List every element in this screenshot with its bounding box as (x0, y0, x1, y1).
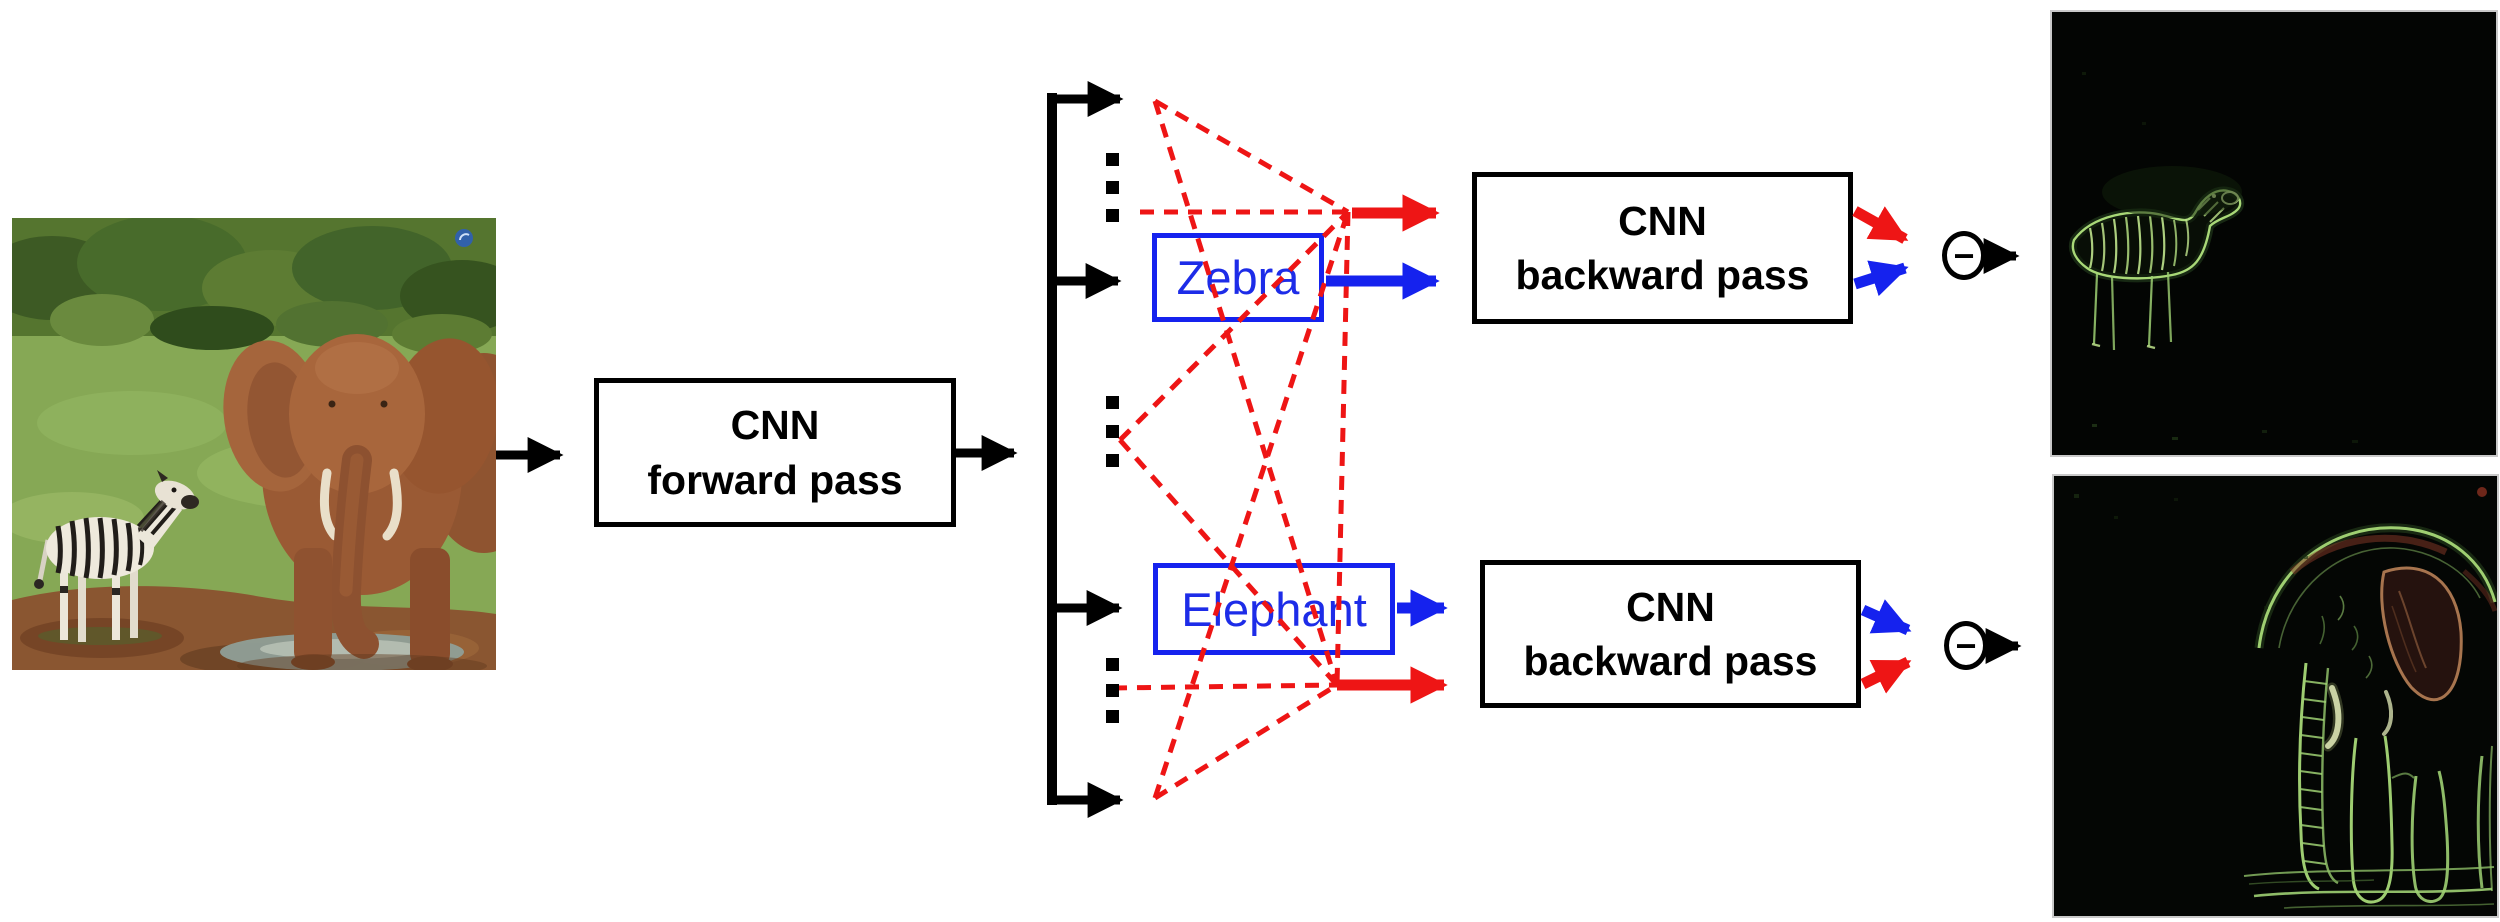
arrow-red-out-backward-bottom (1860, 657, 1912, 694)
zebra-saliency-drawing (2052, 12, 2496, 455)
elephant-figure (223, 334, 496, 670)
cnn-backward-top-line1: CNN (1618, 197, 1707, 244)
zebra-edge-ghost (2068, 72, 2358, 443)
elephant-label: Elephant (1181, 582, 1367, 636)
cnn-backward-bottom-line1: CNN (1626, 583, 1715, 630)
cnn-backward-pass-box-top: CNN backward pass (1472, 172, 1853, 324)
minus-node-bottom: − (1944, 621, 1988, 670)
elephant-saliency-drawing (2054, 476, 2497, 916)
cnn-forward-line2: forward pass (647, 456, 903, 503)
elephant-saliency-map (2052, 474, 2499, 918)
input-photo-drawing (12, 218, 496, 670)
tusk-right (382, 468, 402, 541)
cnn-backward-bottom-line2: backward pass (1523, 638, 1818, 684)
minus-icon: − (1953, 234, 1975, 276)
elephant-edge-ghost (2074, 487, 2497, 909)
arrow-blue-out-backward-top (1853, 260, 1909, 297)
arrow-blue-out-backward-bottom (1860, 599, 1912, 636)
zebra-saliency-map (2050, 10, 2498, 457)
cnn-backward-pass-box-bottom: CNN backward pass (1480, 560, 1861, 708)
photo-watermark (455, 229, 473, 247)
minus-node-top: − (1942, 231, 1986, 280)
minus-icon: − (1955, 624, 1977, 666)
input-photo-zebra-elephant (12, 218, 496, 670)
arrow-red-out-backward-top (1852, 206, 1909, 244)
zebra-label: Zebra (1176, 251, 1300, 304)
elephant-class-node: Elephant (1153, 563, 1395, 655)
zebra-figure (34, 470, 199, 645)
red-dashed-connections (1112, 98, 1351, 801)
cnn-forward-pass-box: CNN forward pass (594, 378, 956, 527)
cnn-forward-line1: CNN (730, 402, 820, 449)
cnn-backward-top-line2: backward pass (1515, 252, 1810, 298)
tusk-left (319, 468, 340, 541)
zebra-class-node: Zebra (1152, 233, 1324, 322)
ellipsis-dots (1106, 153, 1119, 723)
